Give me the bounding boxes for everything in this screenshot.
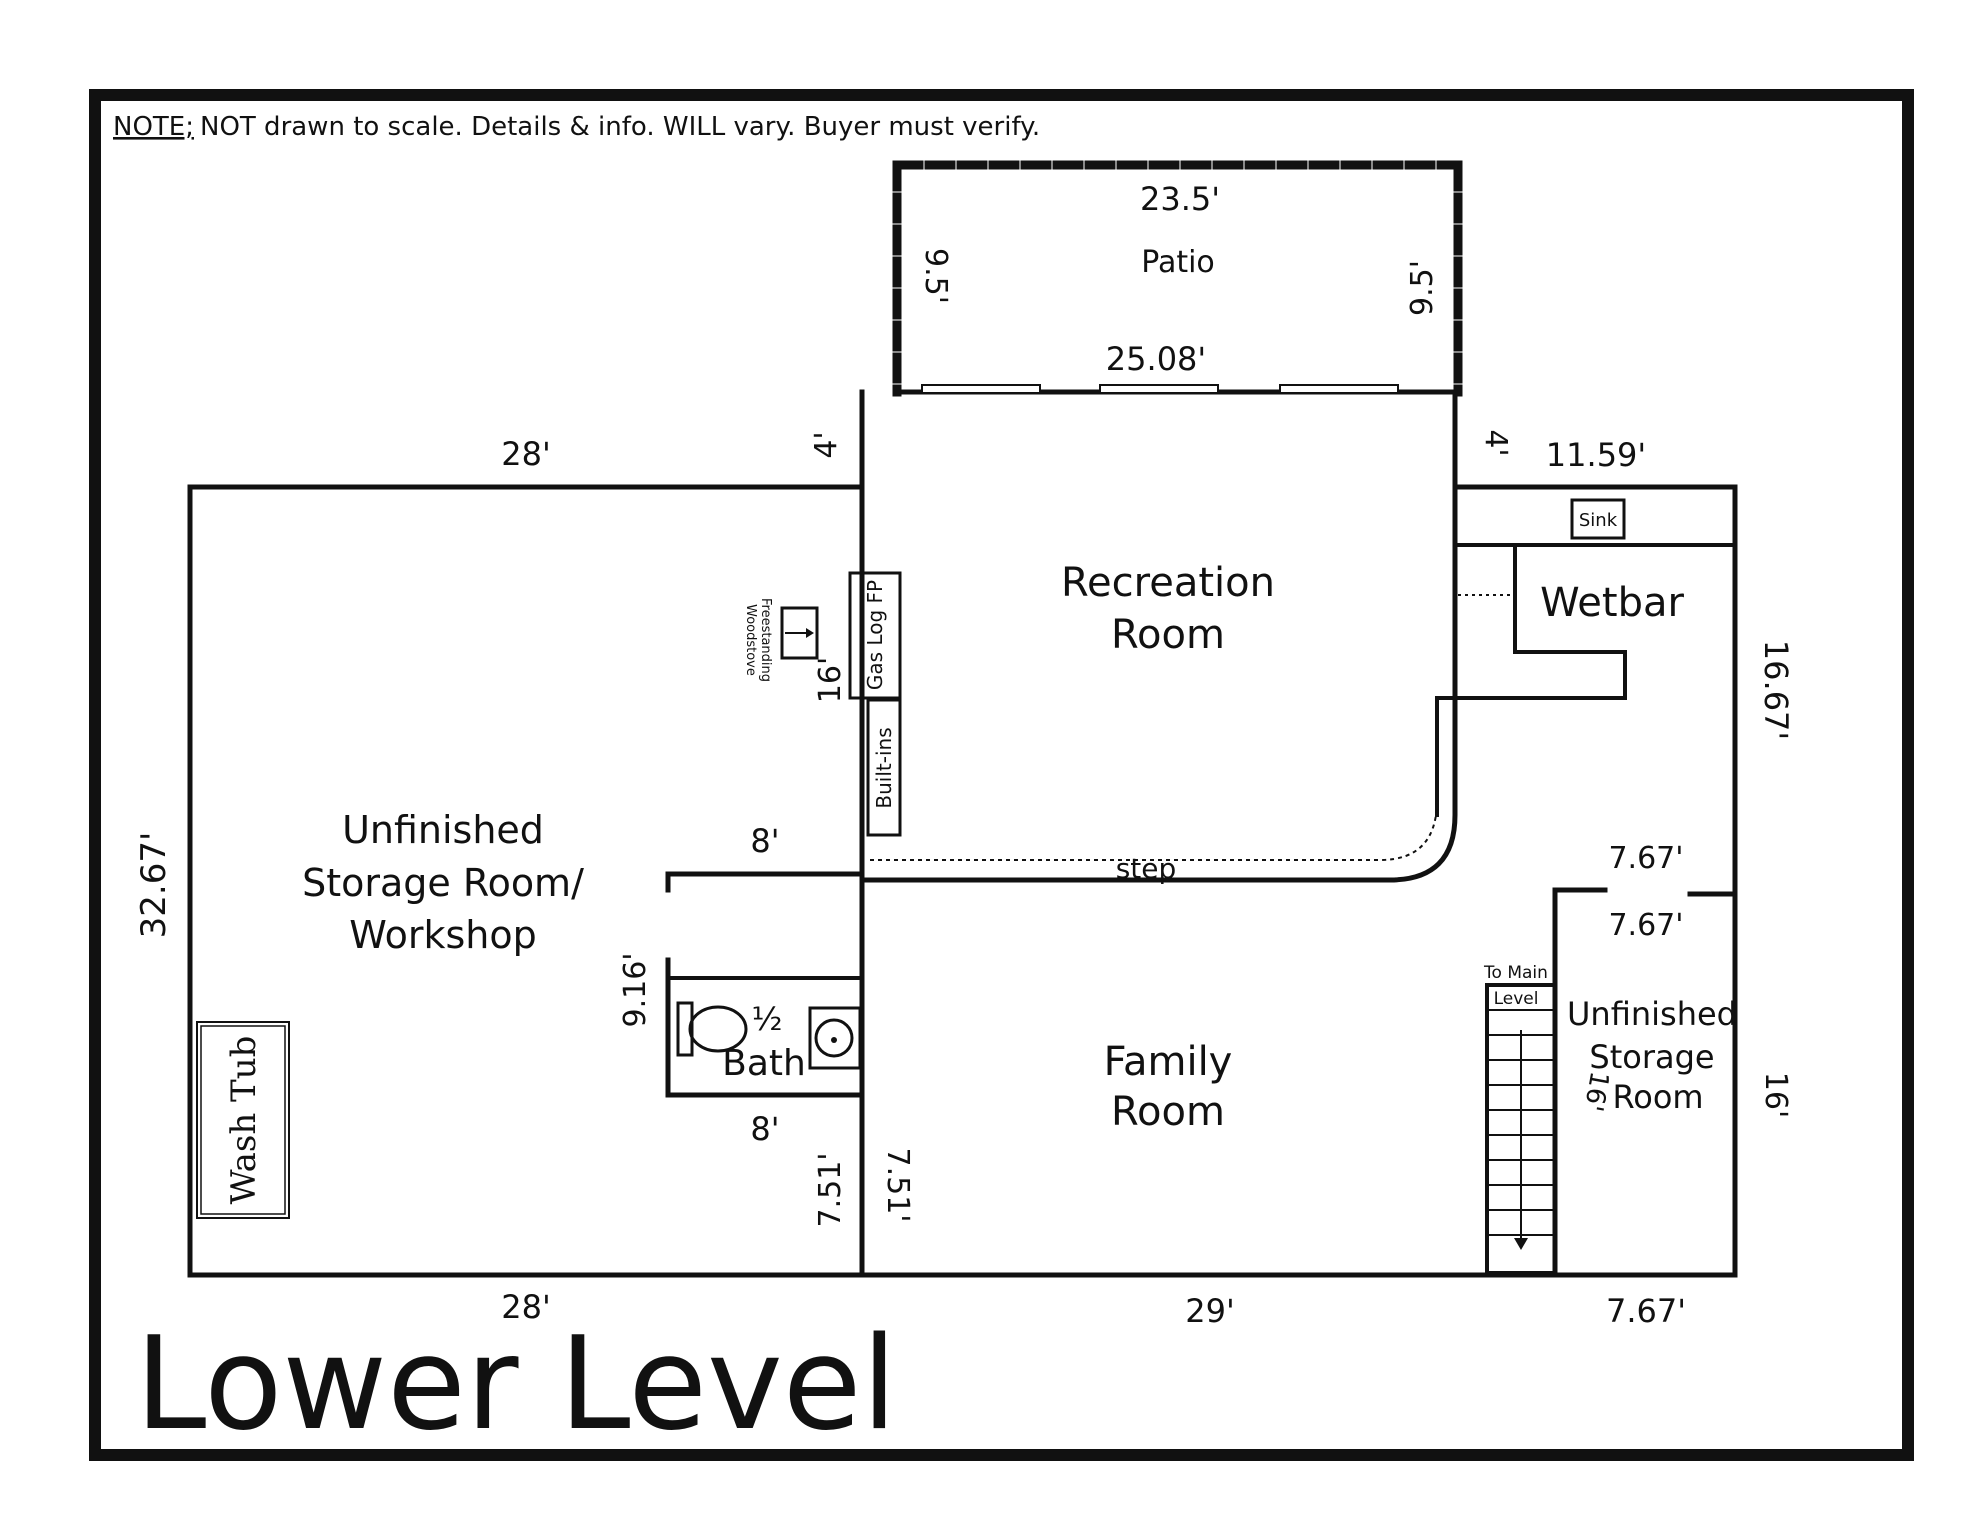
note-prefix: NOTE; bbox=[113, 112, 194, 142]
toilet-icon bbox=[676, 1001, 748, 1057]
note-text: NOT drawn to scale. Details & info. WILL… bbox=[200, 112, 1040, 142]
dim-storage-top-inner: 7.67' bbox=[1608, 908, 1683, 943]
walls bbox=[187, 389, 1738, 1278]
sink-fixture bbox=[1570, 498, 1626, 540]
dim-hall-right: 7.51' bbox=[880, 1147, 915, 1222]
dim-step-right: 4' bbox=[1478, 429, 1513, 456]
dim-patio-top: 23.5' bbox=[1140, 180, 1220, 218]
dim-bottom-middle: 29' bbox=[1185, 1292, 1235, 1330]
dim-fireplace-wall: 16' bbox=[813, 657, 848, 703]
bath-label-2: Bath bbox=[722, 1043, 806, 1084]
bath-sink-icon bbox=[808, 1006, 862, 1070]
recreation-room-label-1: Recreation bbox=[1061, 560, 1275, 606]
gas-log-fp bbox=[848, 571, 902, 700]
dim-bath-height: 9.16' bbox=[618, 952, 653, 1027]
dim-storage-inner-side: 16' bbox=[1578, 1069, 1615, 1114]
built-ins-label: Built-ins bbox=[872, 727, 896, 808]
down-arrow-icon bbox=[1514, 1238, 1528, 1250]
dim-bath-width: 8' bbox=[750, 1110, 779, 1148]
step-edge bbox=[870, 799, 1438, 861]
sink-label: Sink bbox=[1579, 510, 1618, 531]
storage-room-label-1: Unfinished bbox=[1567, 995, 1737, 1033]
wetbar-label: Wetbar bbox=[1540, 580, 1684, 626]
dim-step-left: 4' bbox=[809, 431, 844, 458]
dim-top-left: 28' bbox=[501, 435, 551, 473]
dim-top-right: 11.59' bbox=[1546, 436, 1646, 474]
dim-bottom-right: 7.67' bbox=[1606, 1292, 1686, 1330]
page-frame bbox=[89, 89, 1914, 1461]
woodstove-label-2: Woodstove bbox=[743, 604, 758, 676]
stairs bbox=[1485, 983, 1557, 1275]
workshop-label-2: Storage Room/ bbox=[302, 861, 584, 905]
woodstove-label-1: Freestanding bbox=[758, 598, 773, 682]
dim-hall-left: 7.51' bbox=[813, 1152, 848, 1227]
dim-patio-right: 9.5' bbox=[1405, 260, 1440, 316]
wash-tub-label: Wash Tub bbox=[224, 1036, 264, 1205]
patio-outline bbox=[892, 160, 1463, 397]
dim-left-wall: 32.67' bbox=[134, 832, 174, 939]
step-label: step bbox=[1116, 852, 1177, 885]
dim-patio-left: 9.5' bbox=[918, 248, 953, 304]
built-ins bbox=[866, 698, 902, 837]
stairs-label-1: To Main bbox=[1483, 963, 1548, 983]
workshop-label-1: Unfinished bbox=[342, 808, 544, 852]
gas-log-fp-label: Gas Log FP bbox=[863, 580, 887, 690]
workshop-label-3: Workshop bbox=[349, 913, 536, 957]
woodstove-icon bbox=[780, 606, 819, 660]
patio-label: Patio bbox=[1141, 245, 1215, 280]
wash-tub bbox=[196, 1021, 290, 1219]
dim-patio-bottom: 25.08' bbox=[1106, 340, 1206, 378]
bath-label-1: ½ bbox=[751, 1000, 782, 1038]
storage-room-label-2: Storage bbox=[1589, 1038, 1714, 1076]
storage-room-label-3: Room bbox=[1612, 1078, 1703, 1116]
stairs-label-2: Level bbox=[1494, 989, 1539, 1009]
dim-bottom-left: 28' bbox=[501, 1288, 551, 1326]
family-room-label-1: Family bbox=[1104, 1039, 1233, 1085]
family-room-label-2: Room bbox=[1111, 1089, 1225, 1135]
dim-right-upper: 16.67' bbox=[1757, 640, 1795, 740]
dim-storage-outer-side: 16' bbox=[1758, 1072, 1793, 1118]
patio-doors bbox=[894, 384, 1458, 395]
dim-storage-top-outer: 7.67' bbox=[1608, 841, 1683, 876]
dim-partition: 8' bbox=[750, 822, 779, 860]
page-title: Lower Level bbox=[135, 1310, 897, 1459]
recreation-room-label-2: Room bbox=[1111, 612, 1225, 658]
